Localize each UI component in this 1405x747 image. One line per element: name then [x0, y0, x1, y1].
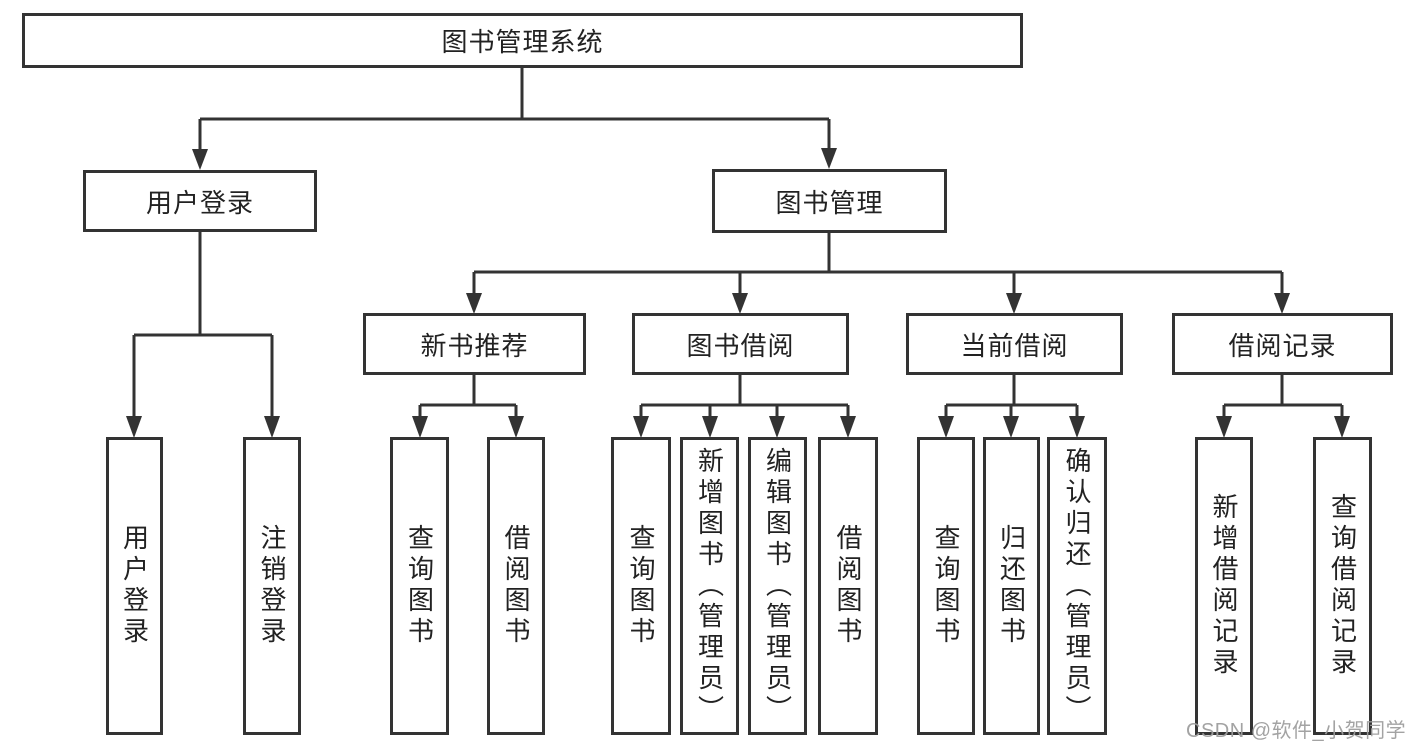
leaf-edit-books-admin: 编辑图书（管理员） [748, 437, 807, 735]
csdn-watermark: CSDN @软件_小贺同学 [1186, 720, 1405, 742]
leaf-confirm-return-admin: 确认归还（管理员） [1047, 437, 1107, 735]
node-label: 图书管理 [775, 187, 884, 218]
arrowheads [126, 148, 1350, 438]
node-label: 新增借阅记录 [1209, 493, 1239, 679]
leaf-user-login: 用户登录 [106, 437, 163, 735]
node-label: 当前借阅 [960, 330, 1069, 361]
leaf-borrow-query-books: 查询图书 [611, 437, 671, 735]
node-new-book-recommendation: 新书推荐 [363, 313, 586, 375]
leaf-query-borrow-record: 查询借阅记录 [1313, 437, 1372, 735]
node-current-borrowing: 当前借阅 [906, 313, 1123, 375]
leaf-current-query-books: 查询图书 [917, 437, 975, 735]
node-label: 图书借阅 [686, 330, 795, 361]
connector-paths [132, 68, 1344, 419]
node-book-management: 图书管理 [712, 169, 947, 233]
node-borrow-records: 借阅记录 [1172, 313, 1393, 375]
node-label: 查询图书 [931, 524, 961, 648]
leaf-borrow-books: 借阅图书 [818, 437, 878, 735]
leaf-logout: 注销登录 [243, 437, 301, 735]
node-label: 图书管理系统 [441, 27, 604, 57]
node-label: 归还图书 [996, 524, 1027, 648]
node-label: 新书推荐 [420, 330, 529, 361]
leaf-add-books-admin: 新增图书（管理员） [680, 437, 739, 735]
node-label: 编辑图书（管理员） [762, 446, 793, 726]
leaf-add-borrow-record: 新增借阅记录 [1195, 437, 1253, 735]
node-label: 新增图书（管理员） [694, 446, 725, 726]
node-label: 注销登录 [257, 524, 287, 648]
node-label: 确认归还（管理员） [1062, 446, 1092, 726]
node-label: 借阅图书 [501, 524, 531, 648]
node-label: 借阅记录 [1228, 330, 1337, 361]
node-library-management-system: 图书管理系统 [22, 13, 1023, 68]
node-label: 用户登录 [145, 187, 254, 218]
leaf-newbook-borrow-books: 借阅图书 [487, 437, 545, 735]
node-label: 用户登录 [119, 524, 150, 648]
node-label: 借阅图书 [833, 524, 863, 648]
node-book-borrowing: 图书借阅 [632, 313, 849, 375]
leaf-newbook-query-books: 查询图书 [390, 437, 449, 735]
leaf-return-books: 归还图书 [983, 437, 1040, 735]
node-label: 查询图书 [626, 524, 656, 648]
node-label: 查询借阅记录 [1327, 493, 1358, 679]
node-user-login: 用户登录 [83, 170, 317, 232]
node-label: 查询图书 [404, 524, 435, 648]
